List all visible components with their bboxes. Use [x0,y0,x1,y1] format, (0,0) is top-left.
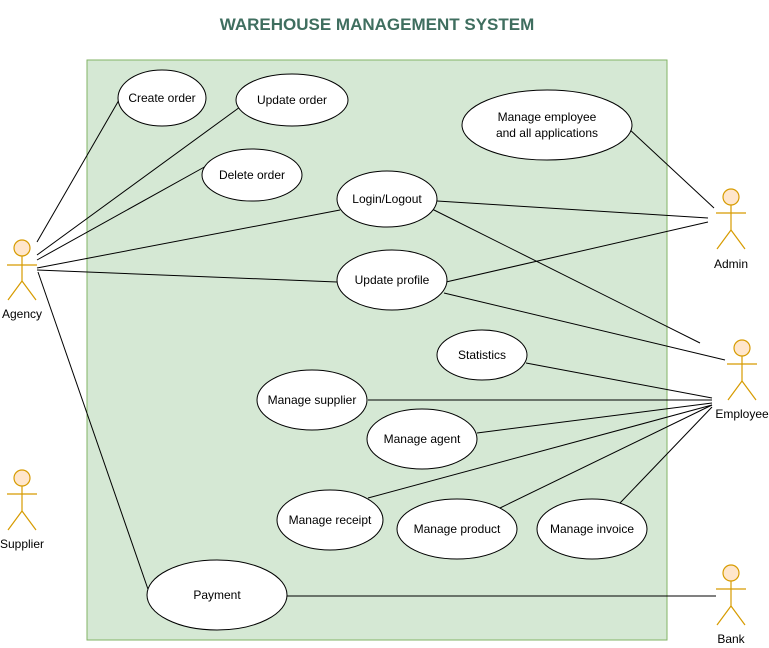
use-case-statistics[interactable]: Statistics [436,329,528,381]
diagram-title: WAREHOUSE MANAGEMENT SYSTEM [220,15,535,34]
use-case-create-order[interactable]: Create order [117,69,207,127]
actor-bank[interactable]: Bank [716,564,746,646]
use-case-label: Update order [257,93,327,107]
actor-agency[interactable]: Agency [2,239,42,321]
use-case-label: Payment [193,588,241,602]
use-case-manage-agent[interactable]: Manage agent [366,408,478,470]
line-admin-manage-employee [627,127,715,209]
use-case-label: Update profile [355,273,430,287]
use-case-label: Create order [128,91,195,105]
line-agency-payment [37,271,151,596]
line-employee-manage-agent [476,402,713,434]
actor-admin[interactable]: Admin [714,188,748,271]
actor-label: Supplier [0,537,44,551]
actor-supplier[interactable]: Supplier [0,469,44,551]
use-case-payment[interactable]: Payment [146,559,288,631]
actor-stick-figure-icon [716,564,746,626]
use-case-label: Delete order [219,168,285,182]
actor-stick-figure-icon [716,188,746,250]
use-case-label: Manage supplier [268,393,357,407]
use-case-label: Login/Logout [352,192,422,206]
line-employee-manage-receipt [367,404,713,499]
line-employee-manage-invoice [619,406,713,504]
actor-stick-figure-icon [727,339,757,401]
actor-label: Admin [714,257,748,271]
line-agency-login [36,209,341,269]
actor-label: Bank [717,632,745,646]
use-case-label-line2: and all applications [496,126,598,140]
use-case-label-line1: Manage employee [498,110,597,124]
use-case-label: Manage agent [384,432,461,446]
use-case-label: Statistics [458,348,506,362]
line-agency-update-order [36,106,241,256]
line-admin-update-profile [445,221,709,283]
use-case-delete-order[interactable]: Delete order [201,148,303,202]
actors: Agency Supplier Admin [0,188,769,646]
actor-stick-figure-icon [7,469,37,531]
use-case-manage-employee[interactable]: Manage employee and all applications [461,89,633,161]
use-case-manage-product[interactable]: Manage product [396,498,518,560]
line-employee-statistics [525,362,713,399]
actor-label: Employee [715,407,769,421]
use-case-manage-supplier[interactable]: Manage supplier [256,369,368,431]
line-agency-create-order [36,99,120,243]
use-case-update-order[interactable]: Update order [235,73,349,127]
use-case-login-logout[interactable]: Login/Logout [336,170,438,228]
actor-label: Agency [2,307,42,321]
use-case-label: Manage product [414,522,501,536]
line-employee-login [429,207,701,344]
line-agency-update-profile [36,269,338,283]
use-case-label: Manage receipt [289,513,372,527]
line-agency-delete-order [36,164,209,261]
actor-stick-figure-icon [7,239,37,301]
use-case-manage-invoice[interactable]: Manage invoice [536,498,648,560]
actor-employee[interactable]: Employee [715,339,769,421]
use-case-manage-receipt[interactable]: Manage receipt [276,489,384,551]
use-case-update-profile[interactable]: Update profile [336,249,448,311]
use-cases: Create order Update order Delete order M… [117,69,648,631]
line-admin-login [436,200,709,219]
association-lines [36,99,726,597]
line-employee-update-profile [443,292,726,361]
line-employee-manage-product [499,404,713,509]
use-case-label: Manage invoice [550,522,634,536]
